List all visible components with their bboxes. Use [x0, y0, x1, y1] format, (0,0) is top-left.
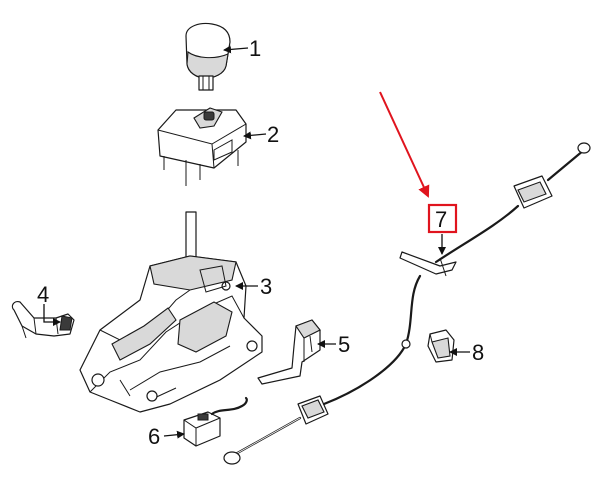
shifter-assembly[interactable] [79, 211, 263, 413]
leader-lines [43, 45, 470, 439]
callout-7: 7 [435, 207, 447, 232]
shift-knob[interactable] [185, 22, 231, 91]
callout-6: 6 [148, 424, 160, 449]
callout-4: 4 [37, 282, 49, 307]
callout-8: 8 [472, 340, 484, 365]
callout-1: 1 [249, 36, 261, 61]
callout-5: 5 [338, 332, 350, 357]
cover-plate[interactable] [257, 319, 321, 385]
callout-labels: 1 2 3 4 5 6 7 8 [37, 36, 484, 449]
callout-3: 3 [260, 274, 272, 299]
bracket-clip[interactable] [11, 301, 75, 339]
callout-2: 2 [267, 122, 279, 147]
shift-cable[interactable] [223, 142, 591, 465]
shift-bezel[interactable] [157, 107, 247, 186]
retaining-clip[interactable] [427, 329, 455, 363]
highlight-marker [379, 91, 458, 234]
sensor-connector[interactable] [183, 396, 248, 447]
